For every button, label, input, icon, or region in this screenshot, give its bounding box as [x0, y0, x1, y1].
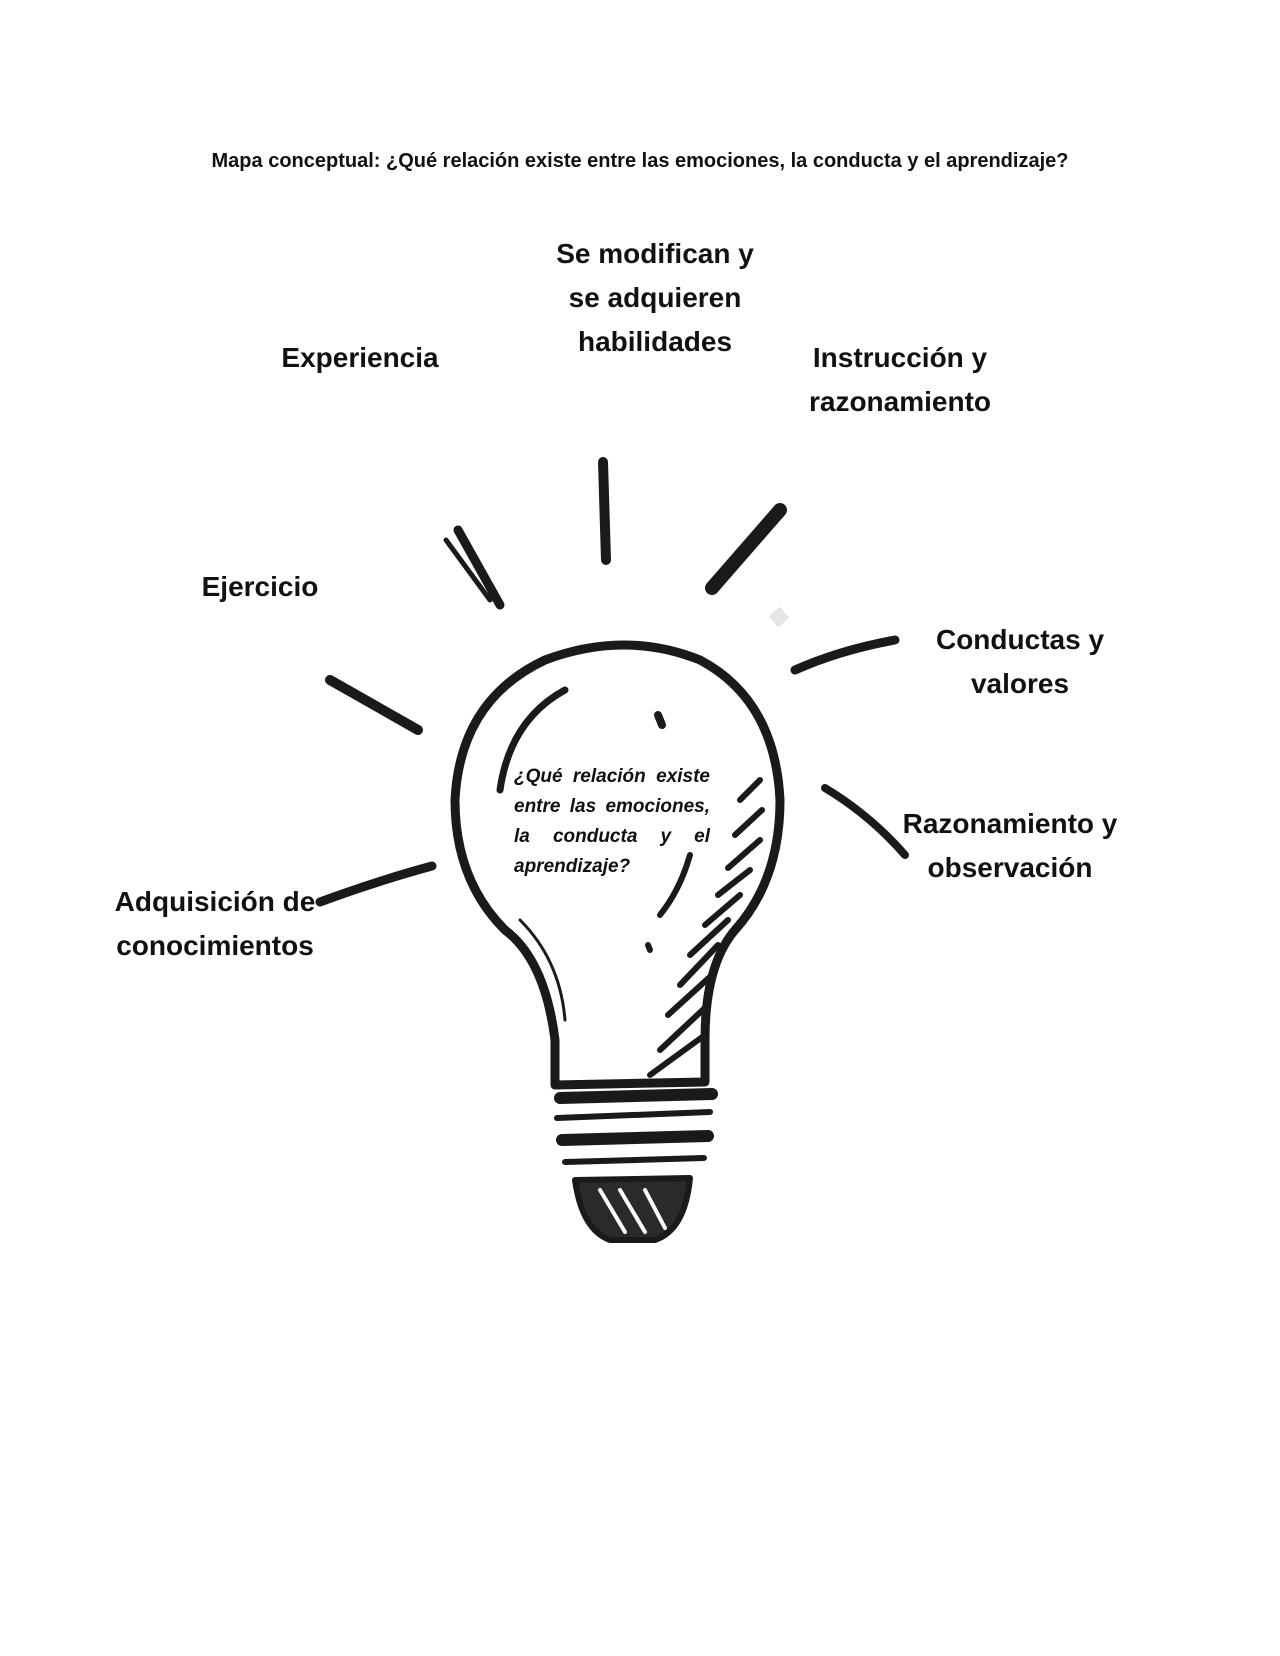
concept-node-line: valores	[970, 668, 1070, 699]
central-question: ¿Qué relación existe entre las emociones…	[514, 766, 710, 877]
concept-node-line: conocimientos	[116, 930, 314, 961]
concept-node-line: Ejercicio	[201, 571, 319, 602]
concept-node-experiencia: Experiencia	[260, 336, 460, 380]
concept-node-line: razonamiento	[808, 386, 992, 417]
concept-node-conocimientos: Adquisición de conocimientos	[105, 880, 325, 968]
concept-node-line: Adquisición de	[114, 886, 316, 917]
concept-node-habilidades: Se modifican y se adquieren habilidades	[530, 232, 780, 364]
concept-node-line: habilidades	[577, 326, 733, 357]
concept-node-line: Razonamiento y	[902, 808, 1118, 839]
concept-node-instruccion: Instrucción y razonamiento	[790, 336, 1010, 424]
concept-node-ejercicio: Ejercicio	[180, 565, 340, 609]
concept-node-line: Conductas y	[935, 624, 1105, 655]
concept-node-line: Experiencia	[281, 342, 439, 373]
concept-node-line: se adquieren	[568, 282, 742, 313]
concept-node-line: Se modifican y	[556, 238, 754, 269]
concept-node-line: observación	[927, 852, 1093, 883]
concept-node-razonamiento-observacion: Razonamiento y observación	[890, 802, 1130, 890]
concept-node-conductas: Conductas y valores	[920, 618, 1120, 706]
concept-node-line: Instrucción y	[812, 342, 988, 373]
page-title: Mapa conceptual: ¿Qué relación existe en…	[211, 150, 1069, 172]
